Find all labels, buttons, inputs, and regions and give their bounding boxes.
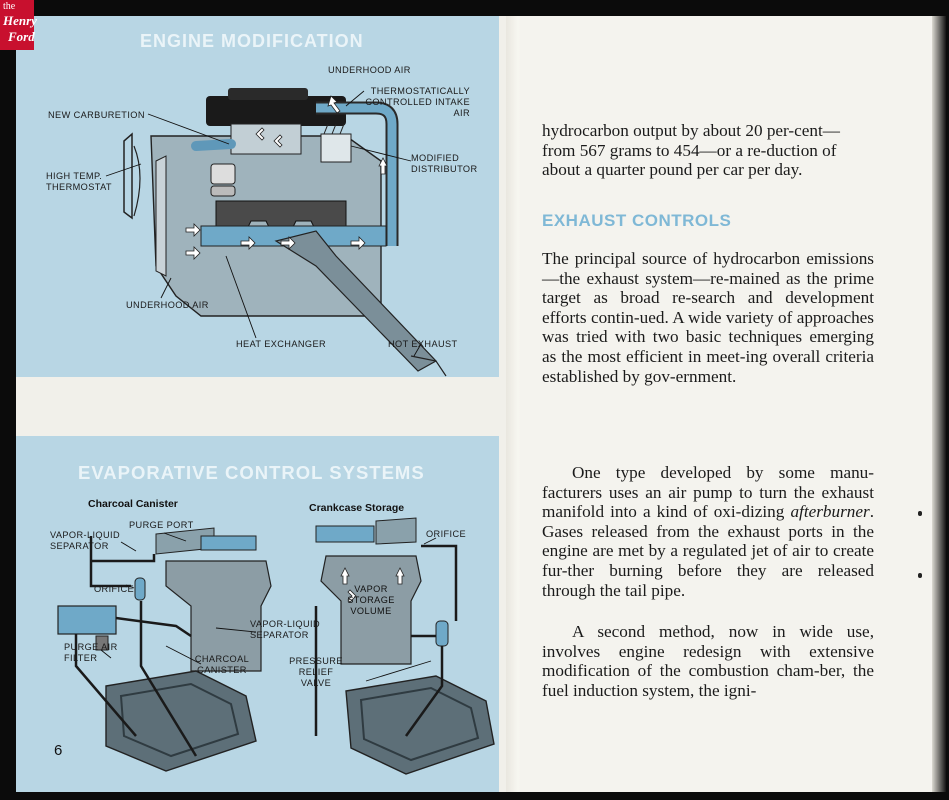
label-vapor-liquid-separator: VAPOR-LIQUID SEPARATOR bbox=[50, 530, 120, 551]
evaporative-title: EVAPORATIVE CONTROL SYSTEMS bbox=[78, 462, 425, 483]
paragraph-4: A second method, now in wide use, involv… bbox=[542, 622, 874, 700]
engine-diagram bbox=[105, 88, 447, 377]
paragraph-3-emphasis: afterburner bbox=[790, 502, 870, 522]
label-charcoal-canister: CHARCOAL CANISTER bbox=[194, 654, 250, 675]
label-modified-distributor: MODIFIED DISTRIBUTOR bbox=[411, 153, 478, 174]
label-new-carburetion: NEW CARBURETION bbox=[48, 110, 145, 120]
paragraph-2: The principal source of hydrocarbon emis… bbox=[542, 249, 874, 386]
henry-ford-logo: the Henry Ford bbox=[0, 0, 37, 50]
engine-modification-panel: ENGINE MODIFICATION bbox=[16, 16, 499, 377]
label-underhood-air-bottom: UNDERHOOD AIR bbox=[126, 300, 209, 310]
label-vapor-liquid-separator-2: VAPOR-LIQUID SEPARATOR bbox=[250, 619, 320, 640]
label-pressure-relief-valve: PRESSURE RELIEF VALVE bbox=[289, 656, 343, 688]
page-number: 6 bbox=[54, 742, 63, 759]
label-high-temp-thermostat: HIGH TEMP. THERMOSTAT bbox=[46, 171, 112, 192]
binding-hole bbox=[918, 573, 922, 578]
booklet-spread: ENGINE MODIFICATION bbox=[16, 16, 946, 792]
label-underhood-air-top: UNDERHOOD AIR bbox=[328, 65, 411, 75]
label-orifice-left: ORIFICE bbox=[94, 584, 135, 594]
section-heading: EXHAUST CONTROLS bbox=[542, 211, 732, 230]
logo-line-2: Henry bbox=[3, 13, 37, 28]
logo-line-3: Ford bbox=[8, 29, 35, 44]
label-vapor-storage-volume: VAPOR STORAGE VOLUME bbox=[347, 584, 395, 616]
paragraph-3: One type developed by some manu-facturer… bbox=[542, 463, 874, 600]
evaporative-panel: EVAPORATIVE CONTROL SYSTEMS Charcoal Can… bbox=[16, 436, 499, 792]
label-purge-port: PURGE PORT bbox=[129, 520, 194, 530]
binding-hole bbox=[918, 511, 922, 516]
label-thermo-intake: THERMOSTATICALLY CONTROLLED INTAKE AIR bbox=[365, 86, 470, 118]
charcoal-canister-title: Charcoal Canister bbox=[88, 498, 178, 510]
evaporative-diagram bbox=[57, 517, 495, 775]
label-heat-exchanger: HEAT EXCHANGER bbox=[236, 339, 327, 349]
left-page: ENGINE MODIFICATION bbox=[16, 16, 514, 792]
paragraph-3-part-1: One type developed by some manu-facturer… bbox=[542, 463, 874, 522]
engine-modification-title: ENGINE MODIFICATION bbox=[140, 31, 364, 51]
crankcase-storage-title: Crankcase Storage bbox=[309, 502, 405, 514]
label-hot-exhaust: HOT EXHAUST bbox=[388, 339, 458, 349]
paragraph-1: hydrocarbon output by about 20 per-cent—… bbox=[542, 121, 840, 180]
label-orifice-right: ORIFICE bbox=[426, 529, 467, 539]
logo-line-1: the bbox=[3, 1, 16, 12]
right-page: hydrocarbon output by about 20 per-cent—… bbox=[520, 16, 946, 792]
page-edge bbox=[932, 16, 946, 792]
paragraph-3-part-2: . Gases released from the exhaust ports … bbox=[542, 502, 874, 600]
label-purge-air-filter: PURGE AIR FILTER bbox=[64, 642, 118, 663]
